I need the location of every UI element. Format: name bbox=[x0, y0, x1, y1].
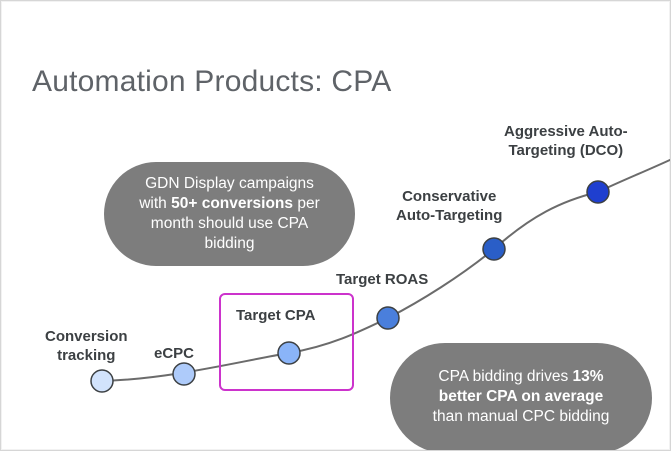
stage-label-conversion-tracking: Conversion tracking bbox=[45, 328, 128, 364]
stage-label-ecpc: eCPC bbox=[154, 345, 195, 362]
callout-left-line4: bidding bbox=[204, 235, 255, 252]
callout-left-line1: GDN Display campaigns bbox=[145, 175, 314, 192]
stage-node-conversion-tracking bbox=[90, 369, 114, 393]
callout-right-line2: better CPA on average bbox=[438, 388, 604, 405]
target-cpa-highlight-box bbox=[219, 293, 354, 391]
callout-right-line1: CPA bidding drives 13% bbox=[438, 368, 604, 385]
stage-node-ecpc bbox=[172, 362, 196, 386]
stage-node-conservative-auto-targeting bbox=[482, 237, 506, 261]
stage-node-target-roas bbox=[376, 306, 400, 330]
slide-title: Automation Products: CPA bbox=[32, 65, 392, 98]
callout-left-line3: month should use CPA bbox=[150, 215, 309, 232]
stage-node-target-cpa bbox=[277, 341, 301, 365]
callout-right-line3: than manual CPC bidding bbox=[432, 408, 610, 425]
callout-50-conversions: GDN Display campaigns with 50+ conversio… bbox=[104, 162, 355, 266]
stage-label-target-cpa: Target CPA bbox=[236, 307, 316, 324]
stage-label-aggressive-auto-targeting: Aggressive Auto- Targeting (DCO) bbox=[504, 123, 628, 159]
callout-13-percent: CPA bidding drives 13% better CPA on ave… bbox=[390, 343, 652, 450]
stage-label-conservative-auto-targeting: Conservative Auto-Targeting bbox=[396, 188, 503, 224]
stage-node-aggressive-auto-targeting bbox=[586, 180, 610, 204]
callout-left-line2: with 50+ conversions per bbox=[139, 195, 320, 212]
stage-label-target-roas: Target ROAS bbox=[336, 271, 429, 288]
